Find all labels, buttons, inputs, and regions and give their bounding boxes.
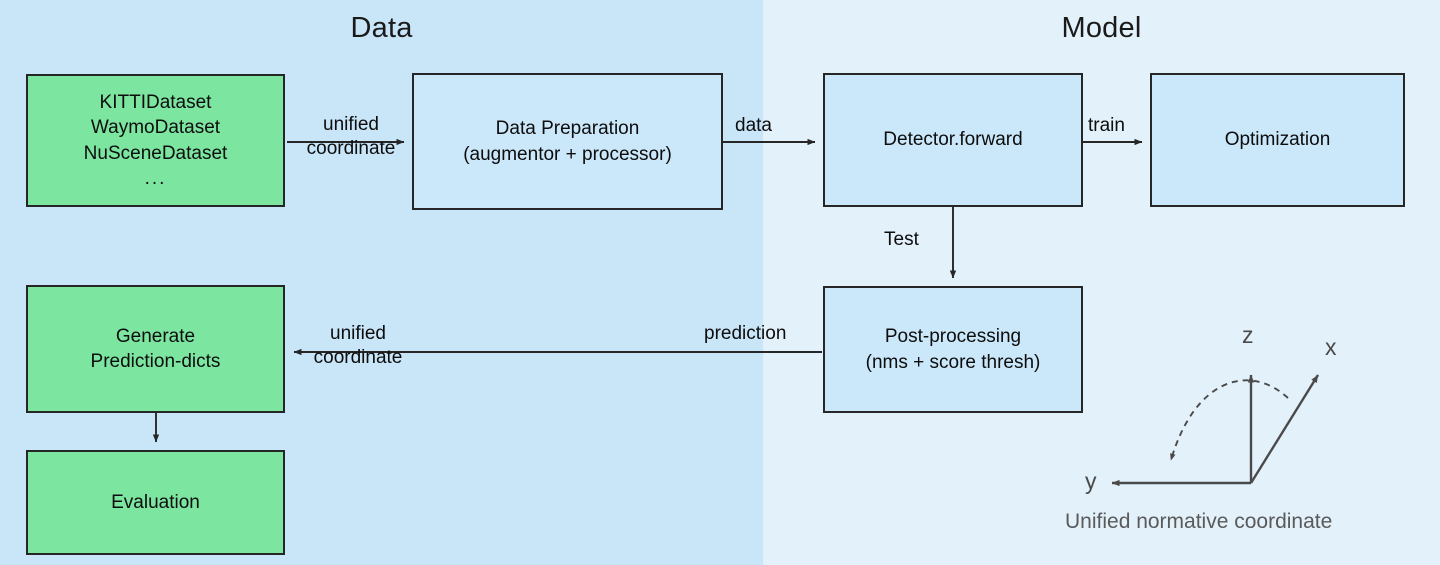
edge-label-prediction: prediction [704,322,786,346]
node-data-preparation[interactable]: Data Preparation (augmentor + processor) [412,73,723,210]
edge-label-train: train [1088,114,1125,138]
panel-data-title: Data [350,12,413,44]
axis-label-z: z [1242,322,1254,349]
node-evaluation[interactable]: Evaluation [26,450,285,555]
edge-label-unified-coordinate-top: unified coordinate [292,113,410,161]
node-generate-line-2: Prediction-dicts [90,351,221,372]
node-datasets-ellipsis: ... [144,167,167,189]
node-data-preparation-line-2: (augmentor + processor) [463,143,672,165]
axis-label-y-text: y [1085,468,1097,494]
node-evaluation-label: Evaluation [111,491,200,513]
edge-label-data-text: data [735,115,772,136]
edge-label-test: Test [884,228,919,252]
axis-label-y: y [1085,468,1097,495]
panel-model-title: Model [1061,12,1142,44]
node-generate-prediction-dicts[interactable]: Generate Prediction-dicts [26,285,285,413]
edge-label-unified-top-line-2: coordinate [306,137,396,159]
coordinate-caption: Unified normative coordinate [1065,510,1332,534]
node-post-processing-line-2: (nms + score thresh) [865,351,1041,373]
edge-label-train-text: train [1088,115,1125,136]
node-detector-forward[interactable]: Detector.forward [823,73,1083,207]
node-optimization[interactable]: Optimization [1150,73,1405,207]
node-generate-line-1: Generate [115,325,196,347]
axis-label-z-text: z [1242,322,1254,348]
edge-label-prediction-text: prediction [704,323,787,344]
node-data-preparation-line-1: Data Preparation [495,118,640,140]
node-datasets-line-2: WaymoDataset [90,117,221,139]
node-post-processing[interactable]: Post-processing (nms + score thresh) [823,286,1083,413]
node-detector-forward-label: Detector.forward [883,129,1023,151]
node-datasets[interactable]: KITTIDataset WaymoDataset NuSceneDataset… [26,74,285,207]
node-datasets-line-3: NuSceneDataset [83,142,228,164]
node-datasets-line-1: KITTIDataset [99,92,212,114]
coordinate-caption-text: Unified normative coordinate [1065,510,1333,533]
edge-label-test-text: Test [884,229,919,250]
node-post-processing-line-1: Post-processing [884,326,1022,348]
node-optimization-label: Optimization [1224,129,1331,151]
edge-label-unified-top-line-1: unified [323,114,379,135]
edge-label-unified-bottom-line-1: unified [330,323,386,344]
axis-label-x-text: x [1325,334,1337,360]
edge-label-unified-coordinate-bottom: unified coordinate [293,322,423,370]
edge-label-unified-bottom-line-2: coordinate [313,346,403,368]
axis-label-x: x [1325,334,1337,361]
edge-label-data: data [735,114,772,138]
